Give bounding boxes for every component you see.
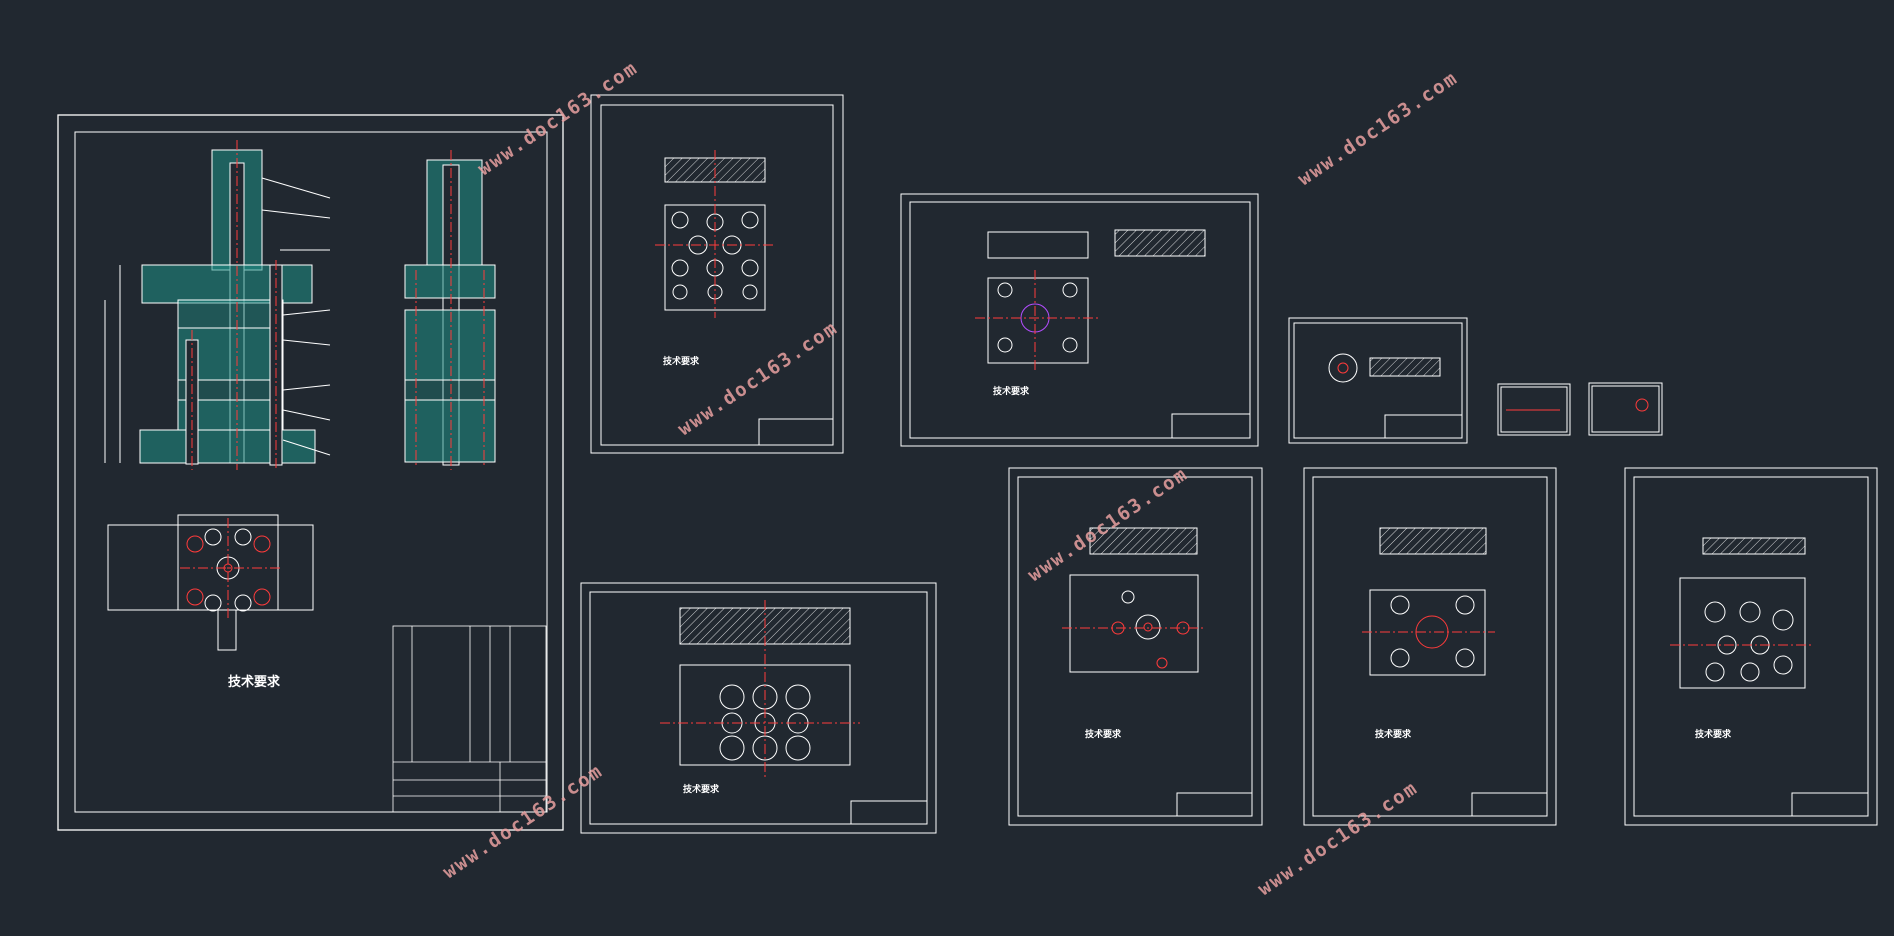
assembly-front-view — [104, 140, 331, 470]
assembly-tech-req-title: 技术要求 — [228, 674, 281, 690]
sheet-tiny-2[interactable] — [1588, 382, 1663, 436]
assembly-plan-view — [107, 514, 314, 651]
assembly-side-view — [404, 150, 496, 470]
plate-b-tech-req: 技术要求 — [683, 783, 720, 795]
sheet-tiny-1[interactable] — [1497, 383, 1571, 436]
sheet-die-plate-b[interactable] — [1303, 467, 1557, 826]
stripper-tech-req: 技术要求 — [993, 385, 1030, 397]
sheet-plate-b[interactable] — [580, 582, 937, 834]
sheet-die-plate-a[interactable] — [1008, 467, 1263, 826]
bill-of-materials — [392, 625, 547, 813]
sheet-assembly[interactable]: 技术要求 — [57, 114, 564, 831]
plate-a-tech-req: 技术要求 — [663, 355, 700, 367]
sheet-die-plate-c[interactable] — [1624, 467, 1878, 826]
sheet-plate-a[interactable] — [590, 94, 844, 454]
die-plate-c-tech-req: 技术要求 — [1695, 728, 1732, 740]
die-plate-b-tech-req: 技术要求 — [1375, 728, 1412, 740]
sheet-small-part[interactable] — [1288, 317, 1468, 444]
die-plate-a-tech-req: 技术要求 — [1085, 728, 1122, 740]
sheet-stripper-plate[interactable] — [900, 193, 1259, 447]
